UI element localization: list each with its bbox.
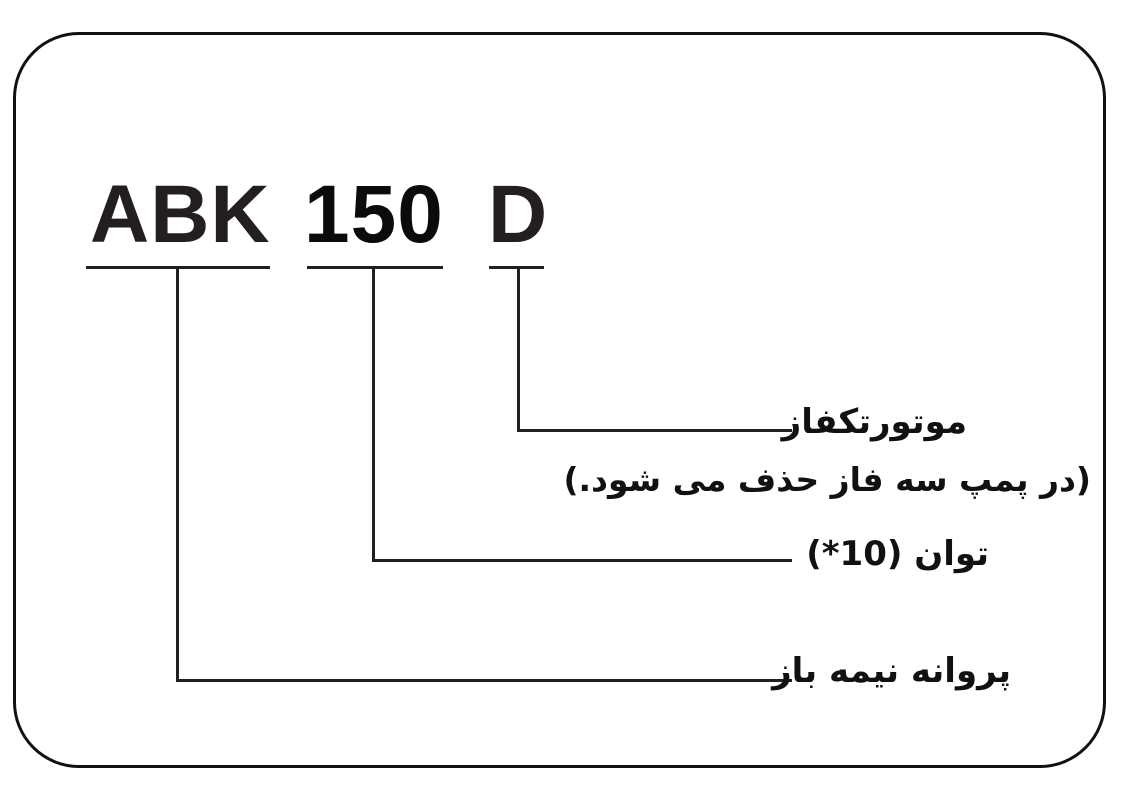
label-phase-title: موتورتکفاز bbox=[781, 402, 967, 442]
leader-horizontal-phase bbox=[517, 429, 792, 432]
leader-vertical-phase bbox=[517, 266, 520, 431]
leader-horizontal-power bbox=[372, 559, 792, 562]
leader-horizontal-series bbox=[176, 679, 792, 682]
leader-vertical-series bbox=[176, 266, 179, 681]
label-series: پروانه نیمه باز bbox=[772, 651, 1011, 691]
code-power-150: 150 bbox=[304, 169, 444, 260]
underline-phase bbox=[489, 266, 544, 269]
label-power: توان (10*) bbox=[806, 534, 989, 574]
code-phase-d: D bbox=[488, 169, 549, 260]
underline-power bbox=[307, 266, 443, 269]
code-series-abk: ABK bbox=[90, 169, 271, 260]
leader-vertical-power bbox=[372, 266, 375, 561]
label-phase-note: (در پمپ سه فاز حذف می شود.) bbox=[563, 460, 1091, 499]
diagram-frame bbox=[13, 32, 1106, 768]
